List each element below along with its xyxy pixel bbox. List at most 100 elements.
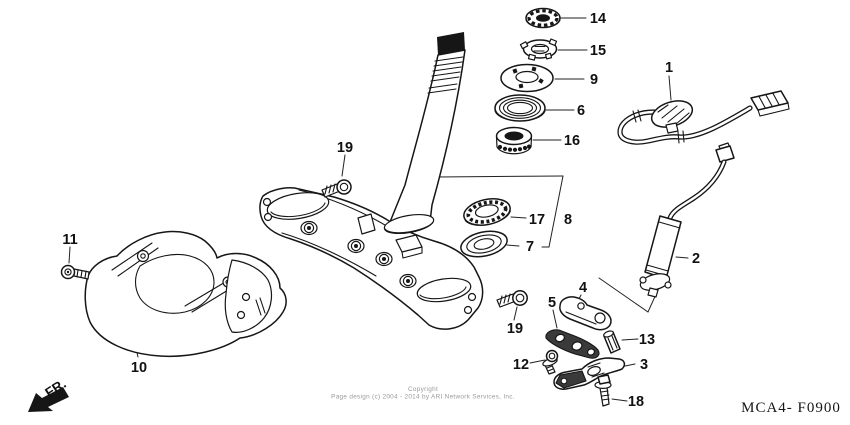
callout-10[interactable]: 10 bbox=[131, 360, 147, 376]
stay-3-rib-1 bbox=[587, 362, 601, 368]
part-3-stay-bracket bbox=[553, 357, 626, 390]
guard-strap-left-a bbox=[111, 242, 153, 271]
callout-18[interactable]: 18 bbox=[628, 394, 644, 410]
stem-thread-2 bbox=[433, 61, 463, 67]
bolt-19b-head bbox=[512, 290, 528, 306]
leader-5 bbox=[552, 309, 558, 329]
bolt-12-head bbox=[545, 349, 559, 363]
collar-13-top bbox=[603, 330, 614, 338]
callout-13[interactable]: 13 bbox=[639, 332, 655, 348]
stem-thread-5 bbox=[430, 76, 460, 82]
part-16-upper-bearing bbox=[495, 126, 533, 155]
bracket-4-hole-large bbox=[594, 312, 606, 324]
callout-4[interactable]: 4 bbox=[579, 280, 587, 296]
damper-connector-body bbox=[715, 145, 735, 163]
leader-13 bbox=[621, 338, 639, 341]
clamp-tick bbox=[677, 131, 680, 144]
bracket-4-plate bbox=[559, 296, 612, 331]
bolt-18-head bbox=[597, 374, 611, 385]
damper-cable-inner bbox=[668, 160, 726, 220]
bridge-right-fork-hole bbox=[416, 277, 472, 303]
damper-collar-1 bbox=[646, 264, 669, 272]
callout-17[interactable]: 17 bbox=[529, 212, 545, 228]
leader-11 bbox=[68, 246, 71, 264]
bolt-11-thread-1 bbox=[76, 269, 79, 278]
bearing-17-bore bbox=[474, 204, 499, 218]
callout-19-top[interactable]: 19 bbox=[337, 140, 353, 156]
stay-3-rib-2 bbox=[591, 372, 605, 378]
washer-15-tab-1 bbox=[519, 41, 529, 50]
callout-5[interactable]: 5 bbox=[548, 295, 556, 311]
bridge-right-end-bolt-1 bbox=[467, 292, 477, 302]
nut-9-lug-1 bbox=[512, 68, 518, 74]
bearing-16-ball-2 bbox=[502, 146, 508, 151]
guard-flap-slot-b bbox=[259, 297, 266, 314]
bearing-16-ball-6 bbox=[522, 145, 528, 151]
nut-9-lug-4 bbox=[518, 83, 524, 89]
bolt-19b-head-inner bbox=[515, 293, 525, 303]
diagram-code: MCA4- F0900 bbox=[741, 400, 841, 416]
leader-17 bbox=[510, 216, 527, 219]
bearing-16-ball-1 bbox=[497, 144, 503, 150]
bearing-16-ball-4 bbox=[512, 147, 518, 152]
bolt-11-thread-3 bbox=[84, 270, 87, 279]
harness-connector bbox=[750, 90, 790, 117]
connector-ridge-1 bbox=[758, 95, 766, 109]
leader-18 bbox=[611, 398, 628, 402]
bridge-nut-boss-1 bbox=[300, 220, 318, 236]
washer-15-tab-4 bbox=[544, 52, 553, 60]
callout-8[interactable]: 8 bbox=[564, 212, 572, 228]
harness-cable-inner bbox=[618, 106, 752, 144]
nut-9-lug-3 bbox=[538, 78, 544, 84]
clamp-tick bbox=[637, 109, 642, 122]
callout-11[interactable]: 11 bbox=[62, 232, 77, 248]
callout-2[interactable]: 2 bbox=[692, 251, 700, 267]
part-9-adjusting-nut bbox=[500, 63, 554, 93]
washer-15-tab-2 bbox=[548, 38, 558, 47]
callout-1[interactable]: 1 bbox=[665, 60, 673, 76]
callout-3[interactable]: 3 bbox=[640, 357, 648, 373]
bracket-4-contour bbox=[565, 311, 597, 325]
bolt-19b-thread-1 bbox=[499, 295, 503, 305]
seal-6-ring-4 bbox=[506, 101, 534, 115]
guard-flap-screw-2 bbox=[236, 310, 246, 320]
callout-12[interactable]: 12 bbox=[513, 357, 529, 373]
washer-15-tab-3 bbox=[527, 53, 536, 61]
bridge-right-hole-inner bbox=[419, 286, 467, 300]
damper-flange-tab bbox=[647, 287, 659, 298]
cable-clamp-2 bbox=[677, 130, 685, 144]
bolt-12-thread-1 bbox=[546, 365, 553, 369]
footer: Copyright Page design (c) 2004 - 2014 by… bbox=[331, 386, 841, 416]
leader-19-bottom bbox=[513, 306, 518, 321]
leader-8-bracket bbox=[541, 175, 564, 248]
callout-9[interactable]: 9 bbox=[590, 72, 598, 88]
sensor-nub bbox=[665, 122, 679, 134]
collar-13-shade-2 bbox=[611, 335, 618, 349]
copyright-line-2: Page design (c) 2004 - 2014 by ARI Netwo… bbox=[331, 394, 515, 401]
fr-arrow-icon bbox=[28, 387, 69, 412]
callout-19-bottom[interactable]: 19 bbox=[507, 321, 523, 337]
stem-band-1 bbox=[428, 83, 458, 89]
callout-16[interactable]: 16 bbox=[564, 133, 580, 149]
part-2-damper bbox=[639, 142, 735, 298]
bolt-18-thread-1 bbox=[600, 390, 609, 393]
bolt-12-thread-2 bbox=[547, 368, 554, 372]
callout-14[interactable]: 14 bbox=[590, 11, 606, 27]
damper-cap-line bbox=[658, 221, 681, 229]
leader-19-top bbox=[341, 154, 346, 177]
part-17-lower-bearing bbox=[463, 198, 511, 226]
bolt-11-thread-2 bbox=[80, 269, 83, 279]
callout-7[interactable]: 7 bbox=[526, 239, 534, 255]
damper-connector bbox=[715, 142, 735, 163]
sensor-hatch-3 bbox=[667, 108, 685, 123]
callout-6[interactable]: 6 bbox=[577, 103, 585, 119]
seal-7-outer bbox=[460, 230, 508, 258]
stay-3-clamp-eye bbox=[587, 366, 601, 376]
part-5-bracket bbox=[545, 329, 600, 359]
boss-center bbox=[382, 257, 386, 261]
seal-6-ring-3 bbox=[502, 99, 538, 117]
bearing-16-bore bbox=[504, 131, 524, 141]
callout-15[interactable]: 15 bbox=[590, 43, 606, 59]
leader-8-fence bbox=[436, 175, 564, 178]
connector-ridge-3 bbox=[772, 92, 780, 106]
